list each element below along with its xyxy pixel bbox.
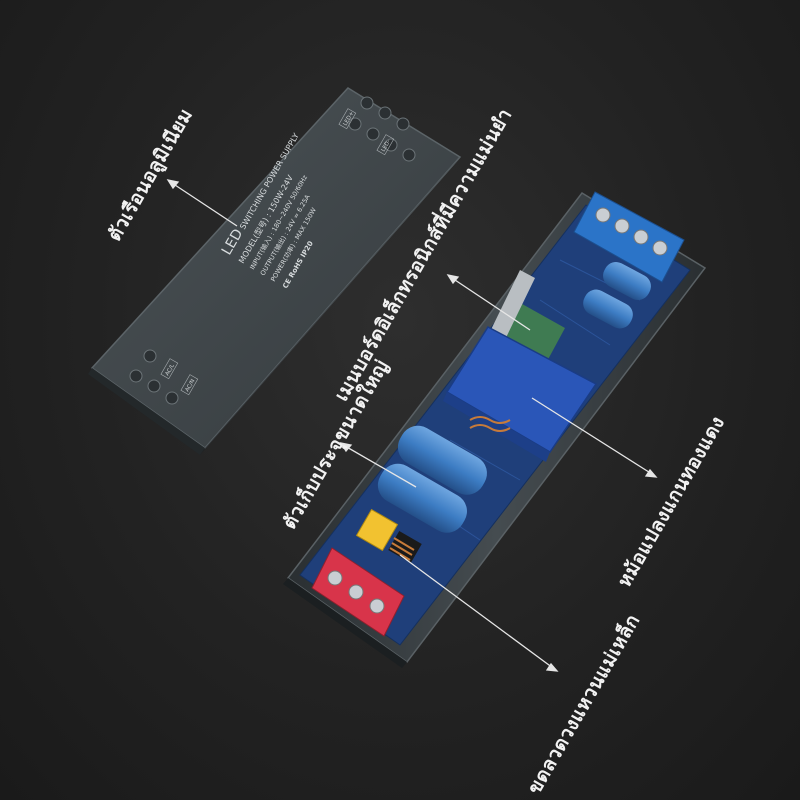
output-terminal-block (573, 191, 685, 283)
open-power-supply (283, 191, 707, 668)
copper-core-transformer (443, 326, 598, 462)
lid-term-ac-n: AC/N (185, 378, 197, 393)
input-terminal-block (311, 547, 405, 637)
large-capacitor (377, 425, 487, 533)
aluminium-lid: LED SWITCHING POWER SUPPLY MODEL(型号) : 1… (88, 87, 462, 455)
magnetic-ring-inductor (355, 508, 422, 564)
lid-screw-holes-bottom (129, 349, 179, 405)
lid-term-led-minus: LED- (381, 139, 393, 153)
small-capacitor (583, 262, 651, 329)
lid-screw-holes (348, 96, 416, 162)
heatsink (485, 270, 535, 350)
lid-term-ac-l: AC/L (165, 362, 177, 377)
annotation-arrows (166, 179, 658, 672)
